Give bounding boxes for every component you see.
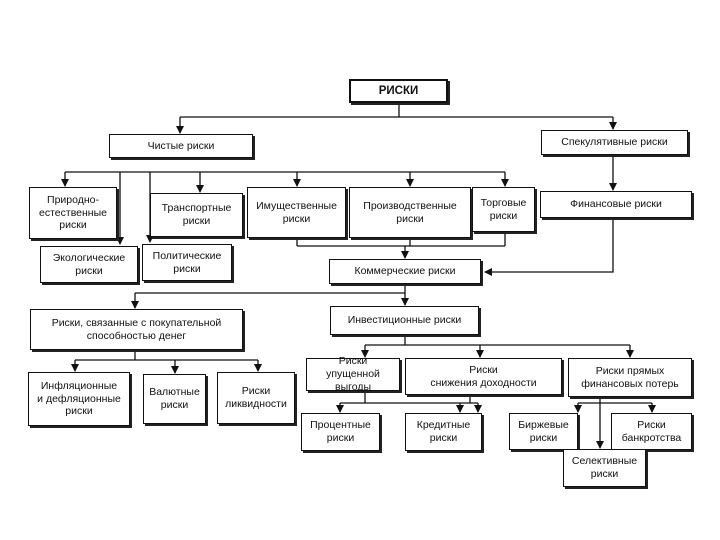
node-trade-risks: Торговые риски (472, 187, 535, 232)
node-production-risks: Производственные риски (349, 187, 471, 238)
node-credit-risks: Кредитные риски (405, 413, 482, 451)
node-income-decline-risks: Риски снижения доходности (405, 358, 562, 395)
node-direct-losses-risks: Риски прямых финансовых потерь (568, 358, 692, 397)
node-financial-risks: Финансовые риски (540, 191, 692, 218)
node-root: РИСКИ (349, 79, 448, 103)
node-ecological-risks: Экологические риски (40, 246, 138, 283)
node-interest-risks: Процентные риски (301, 413, 380, 451)
node-pure-risks: Чистые риски (109, 134, 253, 158)
node-property-risks: Имущественные риски (247, 187, 346, 238)
node-lost-profit-risks: Риски упущенной выгоды (306, 355, 400, 393)
node-investment-risks: Инвестиционные риски (330, 306, 479, 335)
node-commercial-risks: Коммерческие риски (329, 259, 481, 284)
node-speculative-risks: Спекулятивные риски (541, 130, 688, 155)
node-natural-risks: Природно- естественные риски (29, 187, 117, 239)
node-inflation-risks: Инфляционные и дефляционные риски (28, 372, 130, 426)
node-purchasing-power-risks: Риски, связанные с покупательной способн… (30, 309, 243, 350)
node-transport-risks: Транспортные риски (150, 193, 243, 237)
node-liquidity-risks: Риски ликвидности (217, 372, 295, 424)
node-bankruptcy-risks: Риски банкротства (611, 413, 692, 450)
node-selective-risks: Селективные риски (563, 449, 646, 487)
node-political-risks: Политические риски (142, 244, 232, 281)
node-exchange-risks: Биржевые риски (509, 413, 578, 450)
node-currency-risks: Валютные риски (143, 374, 206, 424)
